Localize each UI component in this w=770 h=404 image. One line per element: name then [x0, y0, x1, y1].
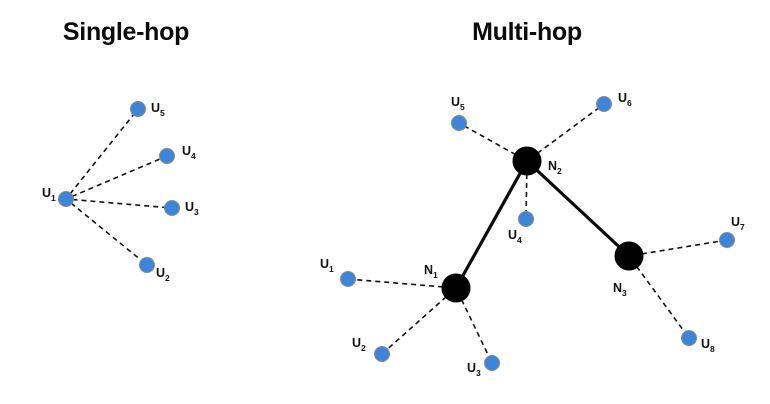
node-u3[interactable]: [484, 355, 500, 371]
node-u2[interactable]: [374, 346, 390, 362]
node-label-u2: U2: [156, 266, 170, 283]
node-label-u1: U1: [42, 186, 56, 203]
node-label-n3: N3: [613, 281, 627, 298]
node-u1[interactable]: [58, 191, 74, 207]
node-u4[interactable]: [159, 148, 175, 164]
edge-N2-N3: [534, 168, 622, 249]
edge-N1-N2: [460, 170, 523, 279]
edge-layer: [69, 113, 166, 262]
node-label-u4: U4: [508, 228, 522, 245]
node-u2[interactable]: [139, 257, 155, 273]
node-u1[interactable]: [340, 271, 356, 287]
panel-title-single-hop: Single-hop: [63, 18, 189, 46]
node-u4[interactable]: [518, 211, 534, 227]
edge-U1-U4: [71, 157, 162, 198]
node-u7[interactable]: [719, 232, 735, 248]
node-label-u6: U6: [618, 91, 632, 108]
panels-root: U1U5U4U3U2Single-hopN1N2N3U1U2U3U4U5U6U7…: [42, 18, 745, 378]
node-label-u3: U3: [467, 361, 481, 378]
node-u3[interactable]: [164, 200, 180, 216]
node-label-n1: N1: [424, 263, 438, 280]
edge-N3-U7: [641, 240, 721, 255]
edge-layer: [354, 107, 721, 358]
edge-U1-U5: [69, 113, 135, 195]
node-label-u3: U3: [185, 200, 199, 217]
node-label-u1: U1: [320, 257, 334, 274]
node-label-u5: U5: [151, 101, 165, 118]
node-label-u5: U5: [451, 95, 465, 112]
node-u5[interactable]: [451, 115, 467, 131]
edge-N2-U6: [536, 107, 600, 154]
node-label-u8: U8: [701, 337, 715, 354]
node-label-u7: U7: [731, 215, 745, 232]
edge-N1-U1: [354, 278, 444, 288]
node-label-u2: U2: [352, 336, 366, 353]
edge-N1-U2: [386, 296, 447, 351]
node-n3[interactable]: [614, 241, 644, 271]
node-label-u4: U4: [182, 144, 196, 161]
panel-title-multi-hop: Multi-hop: [472, 18, 582, 46]
node-n1[interactable]: [441, 273, 471, 303]
node-u5[interactable]: [130, 101, 146, 117]
edge-U1-U2: [70, 202, 143, 262]
edge-N3-U8: [636, 266, 686, 334]
node-u6[interactable]: [596, 96, 612, 112]
node-u8[interactable]: [681, 330, 697, 346]
edge-N1-U3: [460, 299, 490, 358]
edge-N2-U4: [525, 173, 528, 213]
node-n2[interactable]: [512, 146, 542, 176]
node-label-n2: N2: [548, 159, 562, 176]
edge-N2-U5: [464, 125, 517, 156]
edge-U1-U3: [72, 198, 166, 209]
